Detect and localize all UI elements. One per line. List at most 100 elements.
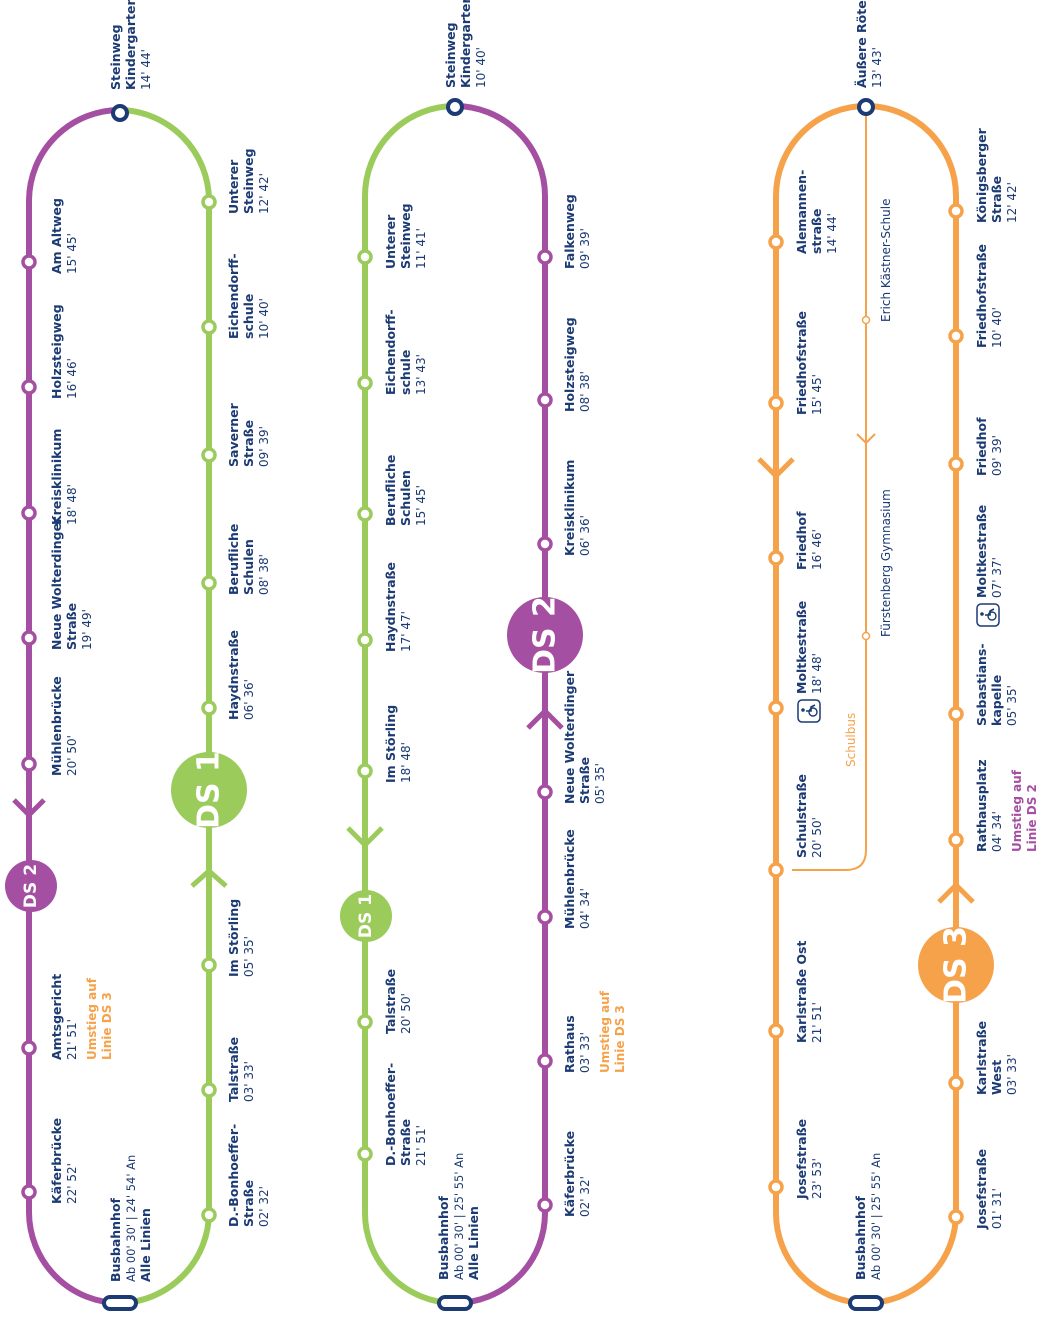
stop-label: Unterer Steinweg 11' 41' bbox=[380, 198, 428, 269]
stop-label: Rathausplatz 04' 34' bbox=[971, 754, 1004, 852]
stop-marker bbox=[768, 234, 784, 250]
stop-marker bbox=[948, 203, 964, 219]
stop-label: Rathaus 03' 33' bbox=[559, 1010, 592, 1073]
terminal-top-marker bbox=[446, 98, 464, 116]
stop-label: Käferbrücke 02' 32' bbox=[559, 1126, 592, 1217]
stop-label: Haydnstraße 06' 36' bbox=[223, 625, 256, 720]
ds3-badge-label: DS 3 bbox=[939, 926, 974, 1004]
stop-marker bbox=[21, 505, 37, 521]
stop-marker bbox=[768, 395, 784, 411]
school-stop-label: Fürstenberg Gymnasium bbox=[879, 489, 893, 637]
stop-label: Talstraße 03' 33' bbox=[223, 1032, 256, 1102]
stop-label: Friedhofstraße 15' 45' bbox=[791, 306, 824, 415]
stop-marker bbox=[21, 756, 37, 772]
wheelchair-icon bbox=[976, 603, 1000, 627]
stop-label: Kreisklinikum 06' 36' bbox=[559, 455, 592, 556]
stop-marker bbox=[768, 550, 784, 566]
transfer-note: Umstieg auf Linie DS 2 bbox=[1010, 766, 1039, 852]
stop-label: Karlstraße Ost 21' 51' bbox=[791, 935, 824, 1043]
terminal-top-marker bbox=[111, 104, 129, 122]
route-1: DS 2 DS 1 bbox=[5, 0, 271, 1311]
ds2-badge-label: DS 2 bbox=[528, 596, 563, 674]
stop-marker bbox=[537, 784, 553, 800]
stop-marker bbox=[537, 1053, 553, 1069]
stop-marker bbox=[537, 909, 553, 925]
top-stop-label: Äußere Röte 13' 43' bbox=[851, 0, 884, 88]
stop-marker bbox=[357, 1014, 373, 1030]
school-stop-marker bbox=[861, 315, 871, 325]
schulbus-label: Schulbus bbox=[844, 713, 858, 767]
stop-marker bbox=[21, 630, 37, 646]
stop-marker bbox=[357, 506, 373, 522]
stop-marker bbox=[948, 328, 964, 344]
top-stop-label: Steinweg Kindergarten 10' 40' bbox=[440, 0, 488, 88]
wheelchair-icon bbox=[797, 699, 821, 723]
route-2-left-line bbox=[361, 103, 456, 1306]
stop-label: Moltkestraße 07' 37' bbox=[971, 500, 1004, 598]
stop-label: Am Altweg 15' 45' bbox=[46, 193, 79, 274]
stop-label: Mühlenbrücke 04' 34' bbox=[559, 824, 592, 929]
stop-marker bbox=[201, 194, 217, 210]
route-3: DS 3 bbox=[757, 0, 1039, 1311]
terminus-label: Busbahnhof Ab 00' 30' | 25' 55' An Alle … bbox=[433, 1148, 481, 1280]
transfer-note: Umstieg auf Linie DS 3 bbox=[598, 987, 627, 1073]
stop-label: Amtsgericht 21' 51' bbox=[46, 969, 79, 1060]
stop-label: Karlstraße West 03' 33' bbox=[971, 1016, 1019, 1095]
ds2-badge: DS 2 bbox=[507, 596, 583, 674]
transfer-note: Umstieg auf Linie DS 3 bbox=[85, 974, 114, 1060]
stop-marker bbox=[948, 1075, 964, 1091]
direction-arrow-up bbox=[190, 867, 228, 888]
stop-marker bbox=[948, 706, 964, 722]
terminus-label: Busbahnhof Ab 00' 30' | 24' 54' An Alle … bbox=[105, 1150, 153, 1282]
stop-label: Friedhof 16' 46' bbox=[791, 506, 824, 570]
stop-marker bbox=[201, 575, 217, 591]
stop-label: Holzsteigweg 16' 46' bbox=[46, 299, 79, 399]
route-2: DS 1 DS 2 Steinweg Kinder bbox=[340, 0, 627, 1311]
stop-marker bbox=[21, 379, 37, 395]
stop-marker bbox=[357, 375, 373, 391]
stop-label: Im Störling 05' 35' bbox=[223, 894, 256, 977]
stop-marker bbox=[357, 632, 373, 648]
stop-label: Alemannen- straße 14' 44' bbox=[791, 165, 839, 254]
stop-label: Im Störling 18' 48' bbox=[380, 700, 413, 783]
stop-marker bbox=[357, 763, 373, 779]
stop-marker bbox=[357, 1146, 373, 1162]
stop-label: Eichendorff- schule 13' 43' bbox=[380, 304, 428, 395]
route-1-right-line bbox=[119, 107, 212, 1306]
terminal-bottom-marker bbox=[102, 1295, 138, 1311]
stop-label: Josefstraße 23' 53' bbox=[791, 1114, 824, 1200]
terminal-top-marker bbox=[857, 98, 875, 116]
stop-label: Neue Wolterdinger Straße 05' 35' bbox=[559, 666, 607, 804]
terminus-label: Busbahnhof Ab 00' 30' | 25' 55' An bbox=[850, 1153, 883, 1280]
stop-label: Berufliche Schulen 15' 45' bbox=[380, 450, 428, 527]
ds3-badge: DS 3 bbox=[918, 926, 994, 1004]
schulbus-branch-line bbox=[792, 113, 867, 871]
stop-marker bbox=[948, 456, 964, 472]
ds2-badge: DS 2 bbox=[5, 860, 57, 912]
stop-label: Saverner Straße 09' 39' bbox=[223, 398, 271, 467]
stop-label: Berufliche Schulen 08' 38' bbox=[223, 519, 271, 596]
stop-label: Haydnstraße 17' 47' bbox=[380, 557, 413, 652]
stop-marker bbox=[768, 1179, 784, 1195]
stop-marker bbox=[201, 319, 217, 335]
school-stop-marker bbox=[861, 631, 871, 641]
stop-label: Falkenweg 09' 39' bbox=[559, 189, 592, 269]
stop-label: Mühlenbrücke 20' 50' bbox=[46, 671, 79, 776]
ds1-badge-label: DS 1 bbox=[356, 894, 376, 938]
direction-arrow-up bbox=[937, 881, 975, 904]
direction-arrow-down bbox=[757, 457, 795, 480]
stop-label: Eichendorff- schule 10' 40' bbox=[223, 248, 271, 339]
stop-marker bbox=[948, 1209, 964, 1225]
stop-marker bbox=[537, 536, 553, 552]
stop-marker bbox=[21, 1184, 37, 1200]
schulbus-direction-arrow bbox=[856, 433, 876, 445]
direction-arrow-up bbox=[526, 707, 564, 730]
stop-marker bbox=[768, 1023, 784, 1039]
stop-label: Friedhof 09' 39' bbox=[971, 412, 1004, 476]
top-stop-label: Steinweg Kindergarten 14' 44' bbox=[105, 0, 153, 90]
stop-label: Moltkestraße 18' 48' bbox=[791, 596, 824, 694]
stop-marker bbox=[537, 1197, 553, 1213]
stop-marker bbox=[201, 700, 217, 716]
stop-label: Friedhofstraße 10' 40' bbox=[971, 239, 1004, 348]
